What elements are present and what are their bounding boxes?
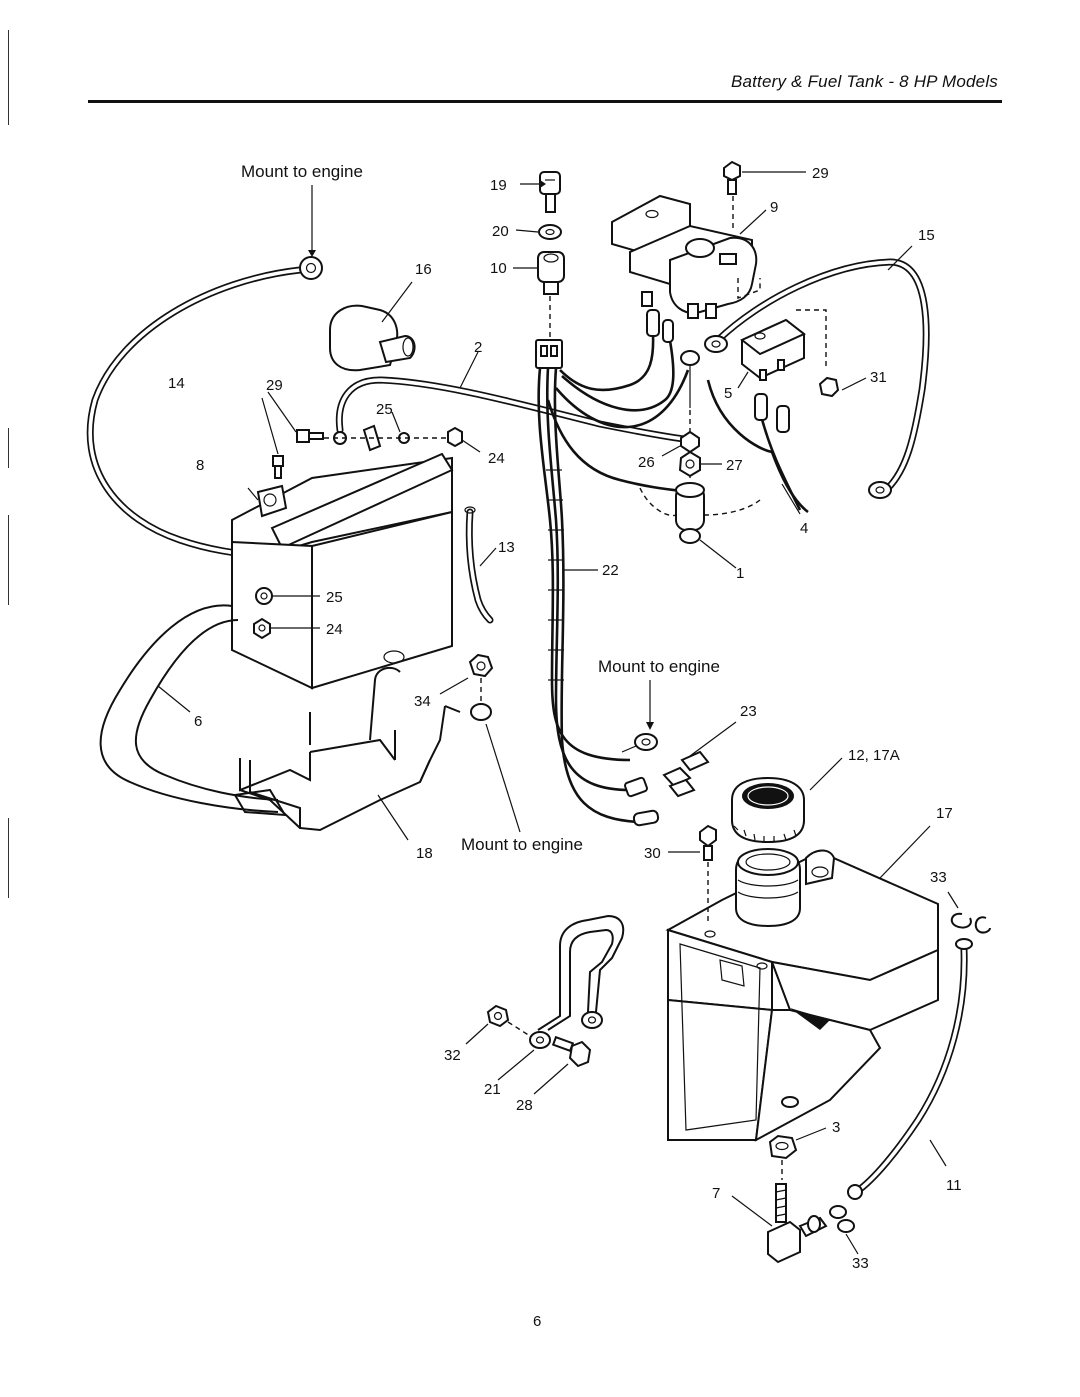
callout-24-top: 24 xyxy=(488,450,505,467)
callout-12-17a: 12, 17A xyxy=(848,747,900,764)
callout-8: 8 xyxy=(196,457,204,474)
hold-down-strap-6 xyxy=(99,604,287,817)
shutoff-valve-7 xyxy=(731,1127,859,1264)
mount-arrow-top xyxy=(308,185,316,257)
title-rule xyxy=(88,100,1002,103)
hose-clamp-33-top xyxy=(947,891,991,934)
callout-11: 11 xyxy=(946,1177,962,1194)
callout-14: 14 xyxy=(168,375,185,392)
callout-3: 3 xyxy=(832,1119,840,1136)
relay-5 xyxy=(737,309,867,398)
battery-8 xyxy=(231,452,454,690)
callout-29-left: 29 xyxy=(266,377,283,394)
callout-25-side: 25 xyxy=(326,589,343,606)
callout-33-top: 33 xyxy=(930,869,947,886)
positive-cable-2 xyxy=(335,351,696,444)
ignition-parts-19-20-10 xyxy=(513,171,565,338)
callout-31: 31 xyxy=(870,369,887,386)
callout-7: 7 xyxy=(712,1185,720,1202)
battery-tray-18 xyxy=(239,650,492,841)
fuel-line-11 xyxy=(847,938,973,1200)
callout-26: 26 xyxy=(638,454,655,471)
page-title: Battery & Fuel Tank - 8 HP Models xyxy=(730,72,998,91)
page-header: Battery & Fuel Tank - 8 HP Models xyxy=(0,0,1080,110)
mount-label-bottom: Mount to engine xyxy=(461,835,583,854)
callout-22: 22 xyxy=(602,562,619,579)
callout-9: 9 xyxy=(770,199,778,216)
terminal-boot-16 xyxy=(329,281,416,372)
callout-30: 30 xyxy=(644,845,661,862)
callout-33-bottom: 33 xyxy=(852,1255,869,1272)
callout-labels: Mount to engine Mount to engine Mount to… xyxy=(168,162,962,1272)
callout-6: 6 xyxy=(194,713,202,730)
callout-32: 32 xyxy=(444,1047,461,1064)
page-number: 6 xyxy=(533,1313,542,1330)
callout-24-side: 24 xyxy=(326,621,343,638)
callout-18: 18 xyxy=(416,845,433,862)
nut-34 xyxy=(439,653,494,704)
callout-10: 10 xyxy=(490,260,507,277)
callout-27: 27 xyxy=(726,457,743,474)
mount-label-mid: Mount to engine xyxy=(598,657,720,676)
callout-25-top: 25 xyxy=(376,401,393,418)
callout-2: 2 xyxy=(474,339,482,356)
vent-hose-13 xyxy=(464,506,497,624)
callout-13: 13 xyxy=(498,539,515,556)
callout-28: 28 xyxy=(516,1097,533,1114)
solenoid-9 xyxy=(611,160,806,319)
callout-29-top: 29 xyxy=(812,165,829,182)
callout-23: 23 xyxy=(740,703,757,720)
wiring-harness-22 xyxy=(535,309,737,827)
tank-bracket-21 xyxy=(465,914,625,1095)
tank-cap-12-17a xyxy=(731,757,843,844)
callout-4: 4 xyxy=(800,520,808,537)
callout-1: 1 xyxy=(736,565,744,582)
callout-5: 5 xyxy=(724,385,732,402)
fuel-tank-17 xyxy=(665,824,939,1142)
callout-20: 20 xyxy=(492,223,509,240)
callout-16: 16 xyxy=(415,261,432,278)
callout-19: 19 xyxy=(490,177,507,194)
callout-21: 21 xyxy=(484,1081,501,1098)
leads-4-and-switch-1 xyxy=(639,350,809,569)
callout-34: 34 xyxy=(414,693,431,710)
cable-15 xyxy=(704,245,930,499)
terminal-hardware-row xyxy=(247,391,481,501)
mount-arrow-bottom xyxy=(485,723,521,833)
callout-17: 17 xyxy=(936,805,953,822)
mount-label-top: Mount to engine xyxy=(241,162,363,181)
callout-15: 15 xyxy=(918,227,935,244)
